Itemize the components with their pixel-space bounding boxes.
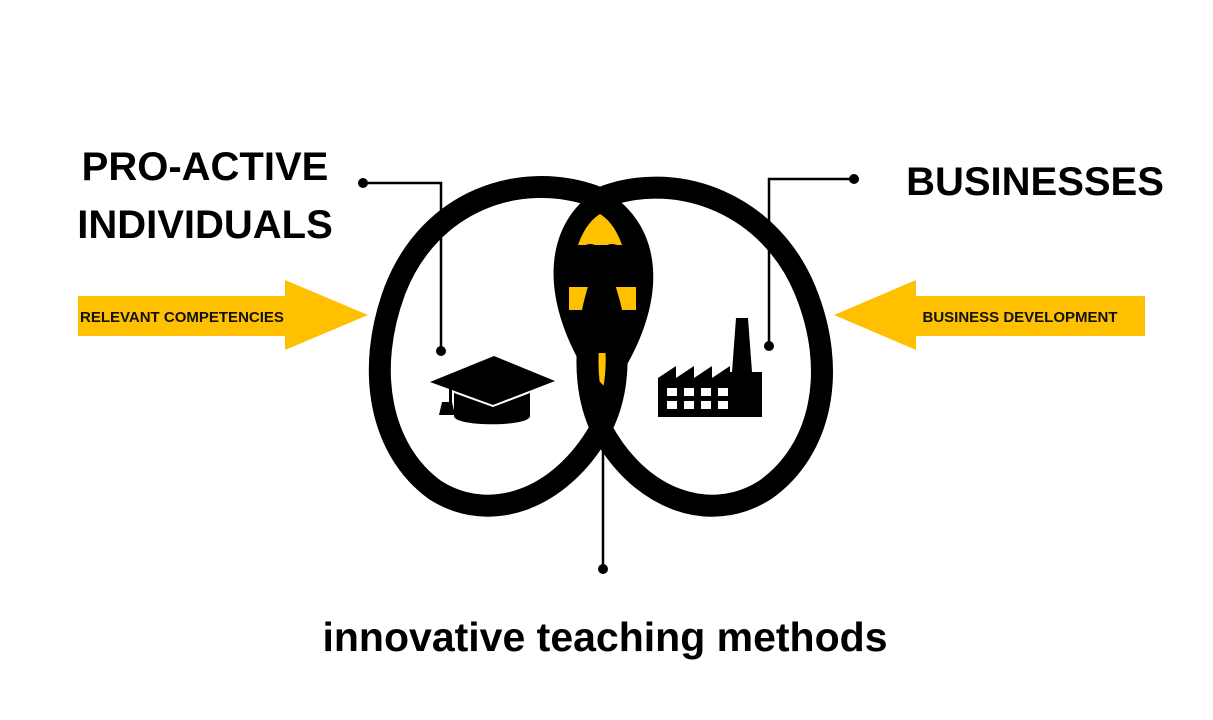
bee-left-wing [368, 176, 628, 517]
business-development-text: BUSINESS DEVELOPMENT [922, 309, 1118, 326]
individuals-line-1: PRO-ACTIVE [81, 145, 329, 189]
businesses-label: BUSINESSES [906, 160, 1164, 204]
relevant-competencies-arrow [78, 280, 368, 350]
bee-stripe-top [578, 214, 622, 245]
callout-right [764, 174, 859, 351]
business-development-arrow [834, 280, 1145, 350]
callout-left [358, 178, 446, 356]
individuals-line-2: INDIVIDUALS [77, 203, 333, 247]
bee-right-wing [576, 176, 833, 517]
relevant-competencies-text: RELEVANT COMPETENCIES [80, 309, 284, 326]
graduation-cap-icon [430, 356, 555, 425]
callout-bottom [598, 420, 608, 574]
innovative-teaching-methods-label: innovative teaching methods [322, 614, 888, 660]
pro-active-individuals-label: PRO-ACTIVE INDIVIDUALS [40, 138, 370, 254]
factory-icon [658, 318, 762, 417]
